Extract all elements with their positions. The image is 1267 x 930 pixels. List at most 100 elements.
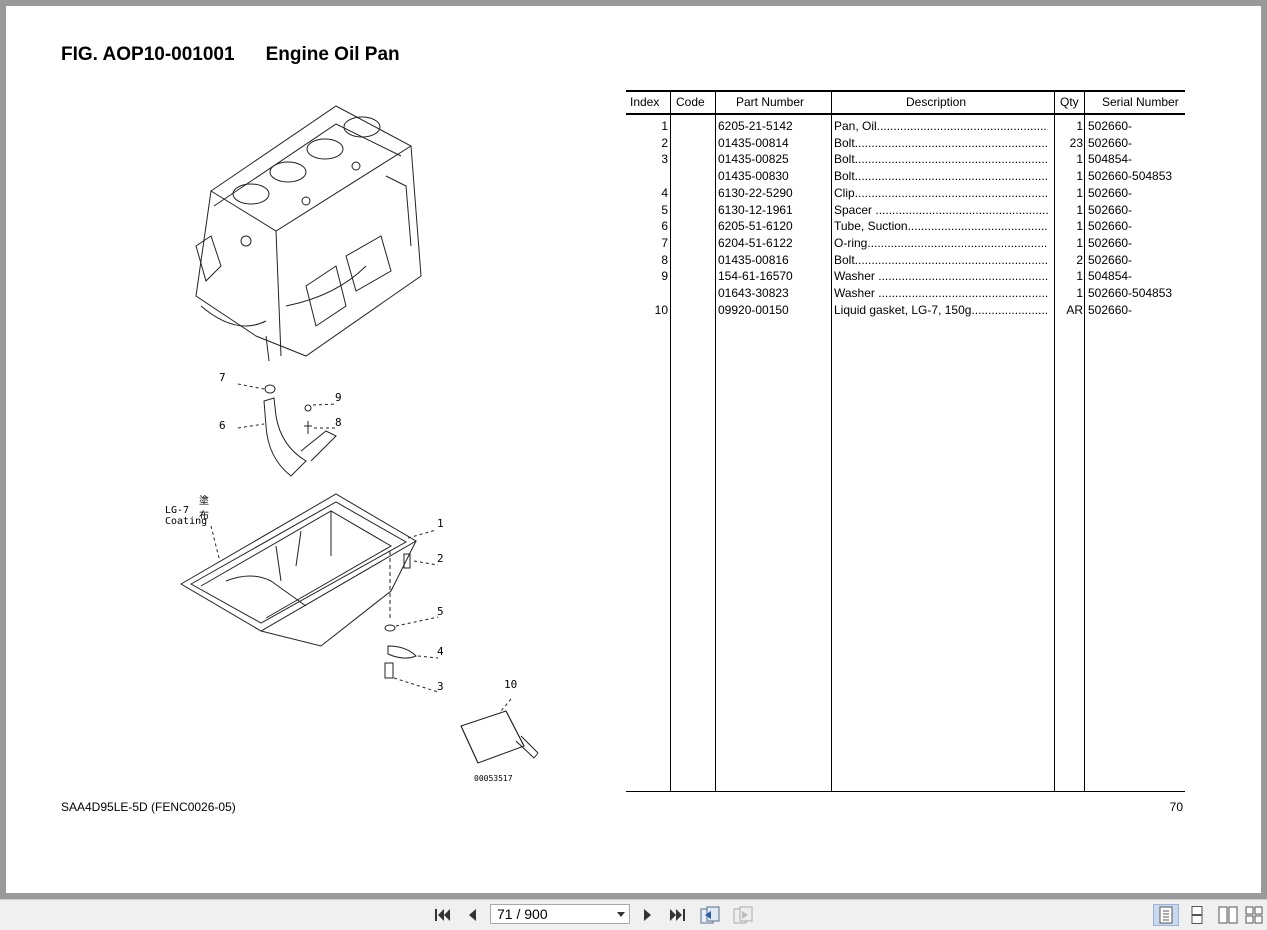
cell-qty: 1 <box>1076 185 1083 200</box>
cell-part-number: 154-61-16570 <box>718 269 793 284</box>
suction-tube-drawing <box>263 384 337 477</box>
table-row: 9 154-61-16570 Washer ....................… <box>626 268 1185 284</box>
go-back-view-button[interactable] <box>698 904 722 926</box>
previous-page-button[interactable] <box>460 904 484 926</box>
cell-part-number: 01643-30823 <box>718 286 789 300</box>
continuous-facing-icon <box>1245 906 1263 924</box>
continuous-facing-view-button[interactable] <box>1243 904 1265 926</box>
cell-serial-number: 502660- <box>1088 135 1133 150</box>
next-page-icon <box>644 909 651 921</box>
cell-index: 6 <box>661 219 668 234</box>
go-back-view-icon <box>700 906 720 924</box>
coating-label: LG-7 Coating <box>165 505 208 527</box>
engine-block-drawing <box>195 105 422 362</box>
cell-index: 8 <box>661 252 668 267</box>
drawing-number: 00053517 <box>474 774 513 783</box>
single-page-icon <box>1159 906 1173 924</box>
cell-part-number: 01435-00825 <box>718 152 789 167</box>
header-description: Description <box>906 95 967 109</box>
cell-serial-number: 502660- <box>1088 252 1133 267</box>
cell-serial-number: 502660- <box>1088 302 1133 317</box>
page-number-dropdown[interactable]: 71 / 900 <box>490 904 630 924</box>
go-forward-view-icon <box>733 906 753 924</box>
next-page-button[interactable] <box>636 904 660 926</box>
footer-model: SAA4D95LE-5D (FENC0026-05) <box>61 800 236 814</box>
navigation-toolbar: 71 / 900 <box>0 899 1267 930</box>
header-index: Index <box>630 95 660 109</box>
previous-page-icon <box>469 909 476 921</box>
table-row: 4 6130-22-5290 Clip.......................… <box>626 185 1185 201</box>
cell-serial-number: 502660-504853 <box>1088 286 1173 300</box>
cell-serial-number: 502660-504853 <box>1088 169 1173 184</box>
chevron-down-icon <box>617 912 625 917</box>
figure-title: FIG. AOP10-001001 Engine Oil Pan <box>61 44 400 66</box>
cell-index: 2 <box>661 135 668 150</box>
cell-description: Bolt....................................… <box>834 152 1048 167</box>
page-indicator: 71 / 900 <box>497 906 548 922</box>
table-row: 7 6204-51-6122 O-ring.....................… <box>626 235 1185 251</box>
callout-8: 8 <box>335 416 342 429</box>
cell-serial-number: 502660- <box>1088 219 1133 234</box>
figure-id: FIG. AOP10-001001 <box>61 44 235 65</box>
cell-index: 9 <box>661 269 668 284</box>
table-row: 01435-00830 Bolt.........................… <box>626 168 1185 184</box>
cell-serial-number: 502660- <box>1088 185 1133 200</box>
cell-serial-number: 502660- <box>1088 235 1133 250</box>
cell-description: Liquid gasket, LG-7, 150g...............… <box>834 302 1048 317</box>
cell-description: Clip....................................… <box>834 185 1048 200</box>
header-qty: Qty <box>1060 95 1079 109</box>
cell-qty: 1 <box>1076 202 1083 217</box>
cell-qty: AR <box>1066 302 1083 317</box>
continuous-view-button[interactable] <box>1184 904 1210 926</box>
cell-part-number: 6130-22-5290 <box>718 185 793 200</box>
cell-qty: 1 <box>1076 152 1083 167</box>
cell-qty: 1 <box>1076 169 1083 184</box>
cell-index: 7 <box>661 235 668 250</box>
go-forward-view-button[interactable] <box>731 904 755 926</box>
cell-part-number: 01435-00816 <box>718 252 789 267</box>
header-part-number: Part Number <box>736 95 805 109</box>
table-row: 10 09920-00150 Liquid gasket, LG-7, 150g..… <box>626 302 1185 318</box>
callout-9: 9 <box>335 391 342 404</box>
header-serial-number: Serial Number <box>1102 95 1179 109</box>
liquid-gasket-tube-drawing <box>460 710 539 764</box>
cell-part-number: 6204-51-6122 <box>718 235 793 250</box>
cell-qty: 1 <box>1076 119 1083 133</box>
cell-part-number: 01435-00830 <box>718 169 789 184</box>
cell-serial-number: 504854- <box>1088 152 1133 167</box>
figure-name: Engine Oil Pan <box>265 44 400 65</box>
callout-6: 6 <box>219 419 226 432</box>
cell-index: 10 <box>654 302 668 317</box>
exploded-parts-diagram <box>180 105 539 764</box>
cell-description: Washer .................................… <box>834 269 1048 284</box>
cell-index: 4 <box>661 185 668 200</box>
cell-description: Washer .................................… <box>834 286 1048 300</box>
cell-qty: 1 <box>1076 235 1083 250</box>
facing-view-button[interactable] <box>1215 904 1241 926</box>
facing-icon <box>1218 906 1238 924</box>
cell-qty: 23 <box>1069 135 1083 150</box>
cell-index: 1 <box>661 119 668 133</box>
callout-5: 5 <box>437 605 444 618</box>
cell-qty: 1 <box>1076 269 1083 284</box>
last-page-icon <box>670 909 685 921</box>
last-page-button[interactable] <box>666 904 690 926</box>
cell-serial-number: 502660- <box>1088 202 1133 217</box>
first-page-button[interactable] <box>430 904 454 926</box>
cell-qty: 1 <box>1076 219 1083 234</box>
cell-description: O-ring..................................… <box>834 235 1048 250</box>
header-code: Code <box>676 95 705 109</box>
callout-10: 10 <box>504 678 518 691</box>
cell-description: Bolt....................................… <box>834 169 1048 184</box>
cell-qty: 2 <box>1076 252 1083 267</box>
cell-part-number: 6205-51-6120 <box>718 219 793 234</box>
cell-part-number: 09920-00150 <box>718 302 789 317</box>
single-page-view-button[interactable] <box>1153 904 1179 926</box>
callout-2: 2 <box>437 552 444 565</box>
callout-7: 7 <box>219 371 226 384</box>
cell-part-number: 6205-21-5142 <box>718 119 793 133</box>
cell-index: 3 <box>661 152 668 167</box>
cell-description: Pan, Oil................................… <box>834 119 1048 133</box>
